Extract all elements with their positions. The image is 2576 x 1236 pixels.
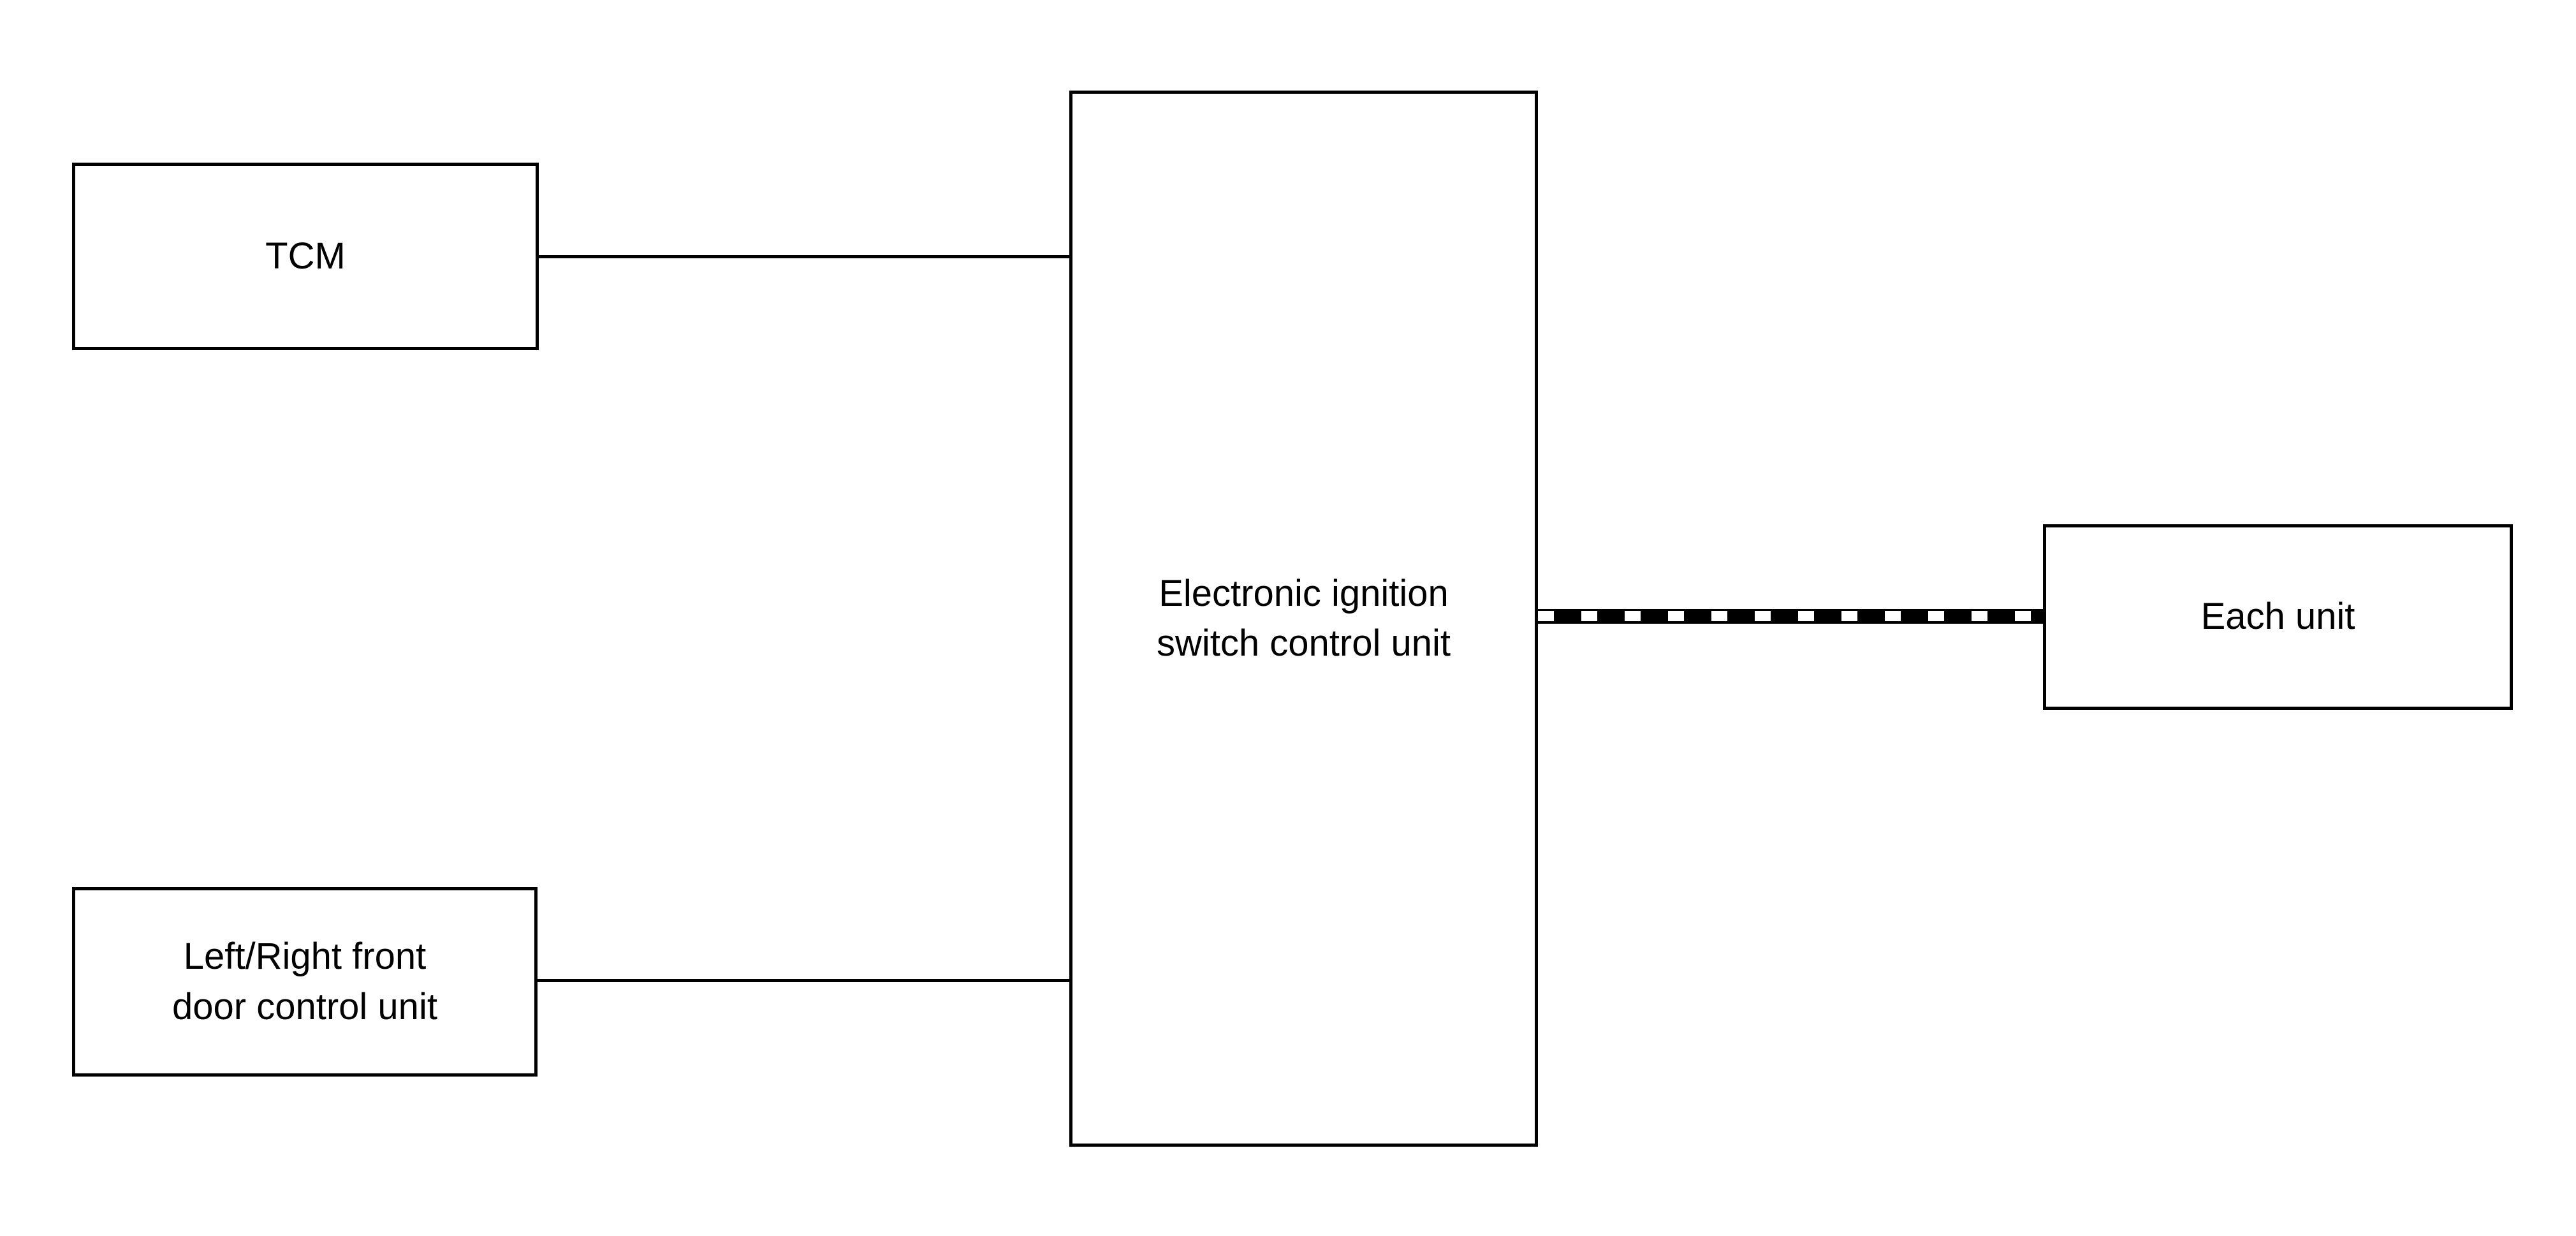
front-door-control-unit-label: Left/Right front door control unit: [172, 932, 437, 1032]
wire-tcm-to-eis: [539, 255, 1069, 258]
each-unit-label: Each unit: [2200, 596, 2355, 638]
eis-label-line1: Electronic ignition: [1159, 572, 1449, 614]
electronic-ignition-switch-control-unit-box: Electronic ignition switch control unit: [1069, 91, 1538, 1147]
dashed-bus-eis-to-each-unit: [1538, 609, 2043, 624]
each-unit-box: Each unit: [2043, 524, 2513, 710]
electronic-ignition-switch-control-unit-label: Electronic ignition switch control unit: [1157, 569, 1451, 669]
eis-label-line2: switch control unit: [1157, 622, 1451, 664]
tcm-label: TCM: [265, 235, 346, 277]
front-door-label-line2: door control unit: [172, 985, 437, 1027]
dashed-bus-pattern: [1538, 611, 2043, 621]
front-door-control-unit-box: Left/Right front door control unit: [72, 887, 538, 1077]
tcm-box: TCM: [72, 163, 539, 350]
front-door-label-line1: Left/Right front: [183, 936, 427, 978]
wire-front-door-to-eis: [538, 979, 1069, 982]
